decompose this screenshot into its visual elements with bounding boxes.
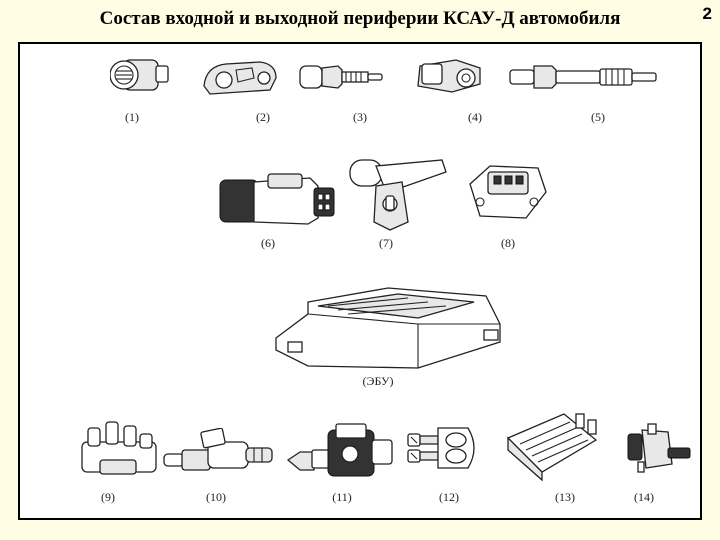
component-label-4: (4) [468,110,482,124]
idle-air-control-valve-image [286,420,396,482]
speed-sensor-image [466,162,550,222]
oxygen-sensor-image [508,62,660,92]
component-label-1: (1) [125,110,139,124]
mass-air-flow-sensor-image [110,52,170,98]
diagram-frame: (1) (2) (3) (4) [18,42,702,520]
component-label-8: (8) [501,236,515,250]
throttle-position-sensor-image [200,56,280,98]
component-label-13: (13) [555,490,575,504]
component-label-12: (12) [439,490,459,504]
component-label-10: (10) [206,490,226,504]
egr-solenoid-image [624,422,694,474]
fuel-injector-image [162,428,274,476]
ecu-image [268,284,508,374]
fuel-pump-relay-image [504,410,604,482]
slide-title: Состав входной и выходной периферии КСАУ… [99,8,621,29]
absolute-pressure-sensor-image [218,172,338,226]
component-label-14: (14) [634,490,654,504]
component-label-2: (2) [256,110,270,124]
ignition-module-image [78,420,160,480]
component-label-11: (11) [332,490,352,504]
component-label-5: (5) [591,110,605,124]
knock-sensor-image [412,54,486,96]
component-label-7: (7) [379,236,393,250]
ecu-label: (ЭБУ) [362,374,394,388]
slide-number: 2 [702,4,712,23]
component-label-9: (9) [101,490,115,504]
crankshaft-position-sensor-image [346,152,450,234]
canister-purge-valve-image [406,424,482,472]
temperature-sensor-image [298,62,384,92]
component-label-6: (6) [261,236,275,250]
component-label-3: (3) [353,110,367,124]
